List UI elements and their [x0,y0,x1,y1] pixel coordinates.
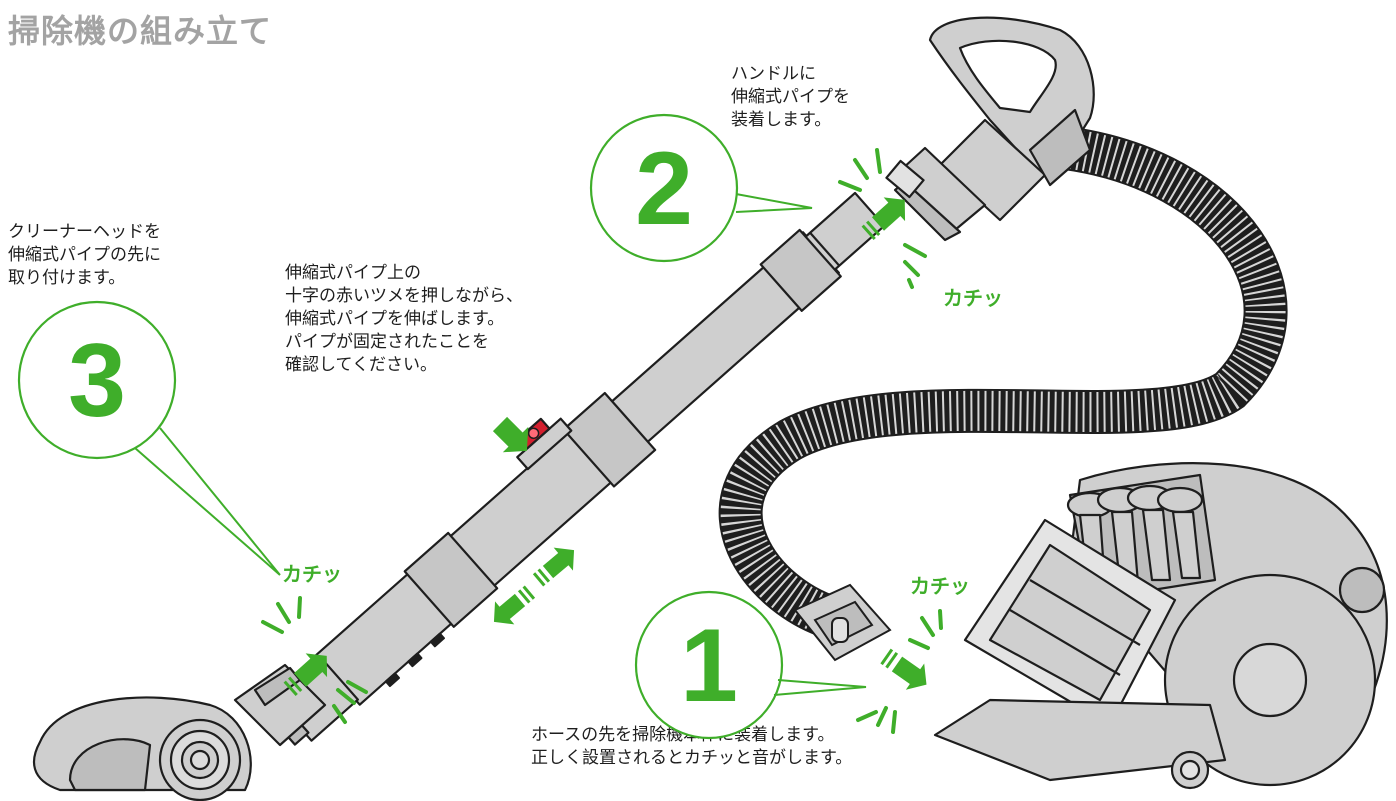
pipe-instruction-caption: 伸縮式パイプ上の 十字の赤いツメを押しながら、 伸縮式パイプを伸ばします。 パイ… [285,263,523,375]
step-2-callout [589,113,739,263]
click-label-body: カチッ [910,574,970,598]
step-3-caption: クリーナーヘッドを 伸縮式パイプの先に 取り付けます。 [8,222,161,288]
click-burst-body [856,609,943,734]
hose-end-cuff [793,583,892,662]
cleaner-head [32,663,327,801]
step-2-number: 2 [635,131,693,247]
arrow-into-head [283,653,328,697]
click-burst-handle [838,148,927,289]
arrow-press-latch [492,416,529,453]
step-3-pointer [134,427,281,576]
step-3-callout [17,300,177,460]
step-3-number: 3 [68,323,126,439]
click-label-head: カチッ [282,562,342,586]
arrow-into-handle [861,197,906,241]
step-1-pointer [773,679,867,696]
arrow-into-body [880,648,927,690]
hose [718,126,1288,642]
click-label-handle: カチッ [943,286,1003,310]
click-burst-head [261,596,368,724]
step-1-number: 1 [680,608,738,724]
step-2-pointer [735,193,813,213]
step-1-callout [634,590,784,740]
arrow-extend-up [532,547,575,587]
arrow-extend-down [493,585,536,625]
step-1-caption: ホースの先を掃除機本体に装着します。 正しく設置されるとカチッと音がします。 [531,725,853,768]
page-title: 掃除機の組み立て [8,12,273,50]
vacuum-body [933,462,1388,790]
step-2-caption: ハンドルに 伸縮式パイプを 装着します。 [731,64,850,130]
handle [885,16,1095,242]
